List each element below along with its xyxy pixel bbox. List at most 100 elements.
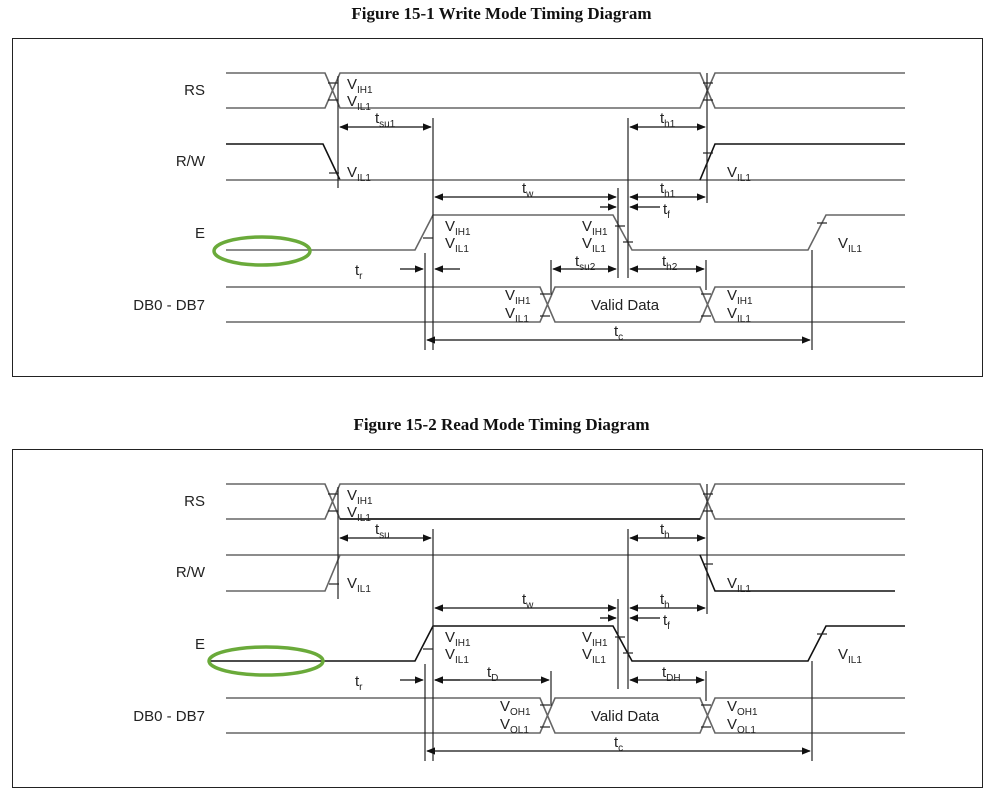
label-subscript: IL1 (592, 244, 606, 255)
label-subscript: IL1 (592, 655, 606, 666)
label-subscript: w (525, 189, 534, 200)
e-vih-label: VIH1 (445, 629, 471, 649)
signal-label-e: E (195, 636, 205, 653)
th-e-label: th (660, 591, 670, 611)
label-symbol: DB0 - DB7 (133, 708, 205, 725)
label-subscript: h2 (666, 262, 678, 273)
signal-label-db: DB0 - DB7 (133, 708, 205, 725)
label-symbol: t (660, 110, 665, 127)
db-vh-label: VOH1 (727, 698, 758, 718)
label-symbol: t (614, 734, 619, 751)
label-subscript: OL1 (737, 725, 756, 736)
label-subscript: h (664, 530, 670, 541)
signal-label-rs: RS (184, 82, 205, 99)
label-symbol: V (582, 235, 592, 252)
write-diagram-frame (12, 38, 983, 377)
label-symbol: V (727, 575, 737, 592)
rw-vil-label: VIL1 (727, 575, 751, 595)
label-symbol: t (375, 521, 380, 538)
e-vil-label: VIL1 (582, 646, 606, 666)
label-symbol: t (522, 591, 527, 608)
db-vl-label: VIL1 (505, 305, 529, 325)
label-subscript: f (667, 210, 670, 221)
db-vl-label: VOL1 (500, 716, 529, 736)
label-symbol: V (727, 698, 737, 715)
rs-vil-label: VIL1 (347, 504, 371, 524)
db-vl-label: VOL1 (727, 716, 756, 736)
label-symbol: V (347, 93, 357, 110)
highlight-ellipse (212, 235, 312, 267)
th-label: th (660, 521, 670, 541)
rs-vih-label: VIH1 (347, 76, 373, 96)
tf-label: tf (663, 612, 670, 632)
tw-label: tw (522, 180, 534, 200)
db-waveform (226, 697, 905, 734)
rw-vil-label: VIL1 (347, 164, 371, 184)
label-symbol: t (575, 253, 580, 270)
label-symbol: t (660, 180, 665, 197)
label-symbol: V (445, 646, 455, 663)
label-symbol: t (375, 110, 380, 127)
rw-waveform (699, 143, 905, 181)
e-vil-label: VIL1 (838, 235, 862, 255)
label-subscript: su1 (379, 119, 396, 130)
tsu2-label: tsu2 (575, 253, 596, 273)
label-subscript: IL1 (455, 244, 469, 255)
label-subscript: h1 (664, 189, 676, 200)
label-subscript: OH1 (737, 707, 758, 718)
label-subscript: IL1 (357, 513, 371, 524)
signal-label-db: DB0 - DB7 (133, 297, 205, 314)
tc-label: tc (614, 323, 623, 343)
db-waveform (226, 286, 905, 323)
label-symbol: V (582, 629, 592, 646)
label-symbol: V (582, 646, 592, 663)
th-label: th1 (660, 110, 676, 130)
label-subscript: IH1 (357, 85, 373, 96)
e-waveform (226, 214, 905, 251)
th-e-label: th1 (660, 180, 676, 200)
label-symbol: V (727, 287, 737, 304)
label-symbol: R/W (176, 564, 206, 581)
rs-waveform (226, 483, 905, 520)
label-subscript: D (491, 673, 498, 684)
valid-data-label: Valid Data (591, 708, 660, 725)
label-subscript: su2 (579, 262, 596, 273)
td-label: tD (487, 664, 498, 684)
label-subscript: w (525, 600, 534, 611)
label-symbol: V (727, 164, 737, 181)
label-symbol: V (500, 716, 510, 733)
label-symbol: t (663, 201, 668, 218)
label-symbol: RS (184, 82, 205, 99)
label-subscript: IH1 (455, 638, 471, 649)
label-symbol: t (355, 673, 360, 690)
label-symbol: t (614, 323, 619, 340)
label-symbol: V (582, 218, 592, 235)
label-subscript: c (618, 743, 623, 754)
label-symbol: E (195, 225, 205, 242)
label-subscript: IL1 (737, 584, 751, 595)
rw-waveform (226, 143, 341, 181)
label-symbol: t (662, 253, 667, 270)
label-subscript: IH1 (592, 227, 608, 238)
label-subscript: f (667, 621, 670, 632)
highlight-ellipse (207, 645, 325, 677)
rw-vil-label: VIL1 (727, 164, 751, 184)
e-vih-label: VIH1 (445, 218, 471, 238)
label-symbol: V (505, 287, 515, 304)
label-symbol: V (347, 575, 357, 592)
label-symbol: Valid Data (591, 297, 660, 314)
e-vil-label: VIL1 (445, 646, 469, 666)
label-subscript: IL1 (357, 102, 371, 113)
label-subscript: IL1 (848, 244, 862, 255)
e-waveform (210, 625, 905, 662)
label-symbol: V (347, 487, 357, 504)
tr-label: tr (355, 673, 363, 693)
label-symbol: V (505, 305, 515, 322)
signal-label-rw: R/W (176, 153, 206, 170)
label-subscript: c (618, 332, 623, 343)
db-vh-label: VIH1 (727, 287, 753, 307)
label-symbol: t (662, 664, 667, 681)
e-vih-label: VIH1 (582, 629, 608, 649)
label-symbol: t (663, 612, 668, 629)
